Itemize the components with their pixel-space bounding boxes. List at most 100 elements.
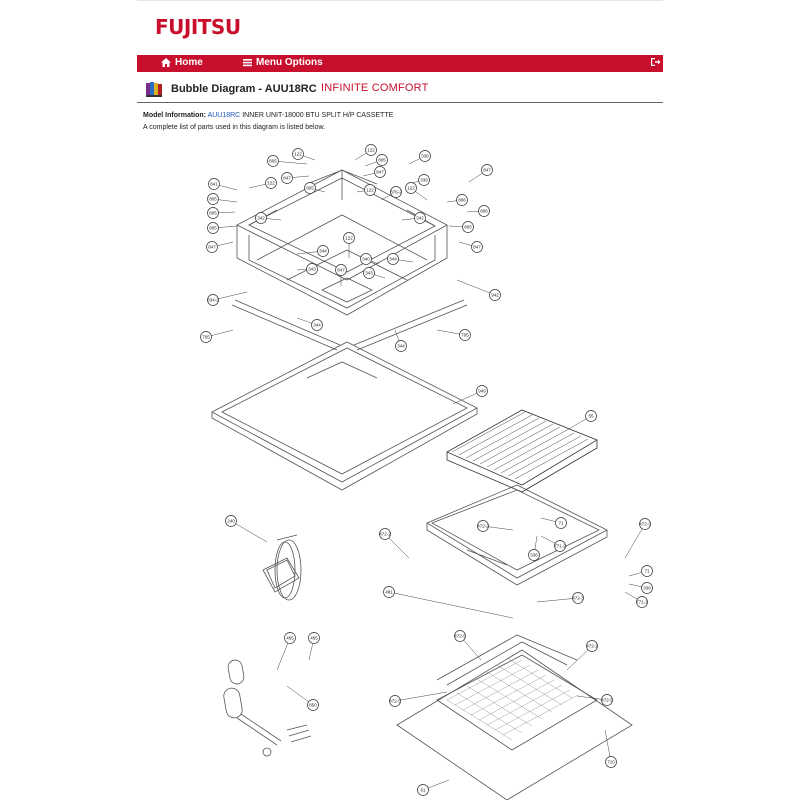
part-bubble-71[interactable]: 71 bbox=[540, 517, 567, 529]
intake-panel bbox=[426, 484, 608, 586]
part-bubble-472-5[interactable]: 472-5 bbox=[454, 630, 482, 661]
part-bubble-472-2[interactable]: 472-2 bbox=[477, 520, 514, 532]
part-bubble-472-5[interactable]: 472-5 bbox=[576, 694, 613, 706]
part-bubble-342[interactable]: 342 bbox=[255, 212, 282, 224]
decorative-panel bbox=[396, 634, 633, 800]
part-bubble-472-3[interactable]: 472-3 bbox=[624, 518, 651, 559]
bubble-circle bbox=[601, 694, 613, 706]
part-bubble-344[interactable]: 344 bbox=[394, 329, 407, 352]
part-bubble-805[interactable]: 805 bbox=[207, 193, 238, 205]
bubble-circle bbox=[478, 205, 490, 217]
bubble-label: 122 bbox=[294, 152, 302, 157]
part-bubble-122[interactable]: 122 bbox=[292, 148, 316, 161]
part-bubble-122[interactable]: 122 bbox=[354, 144, 377, 161]
bubble-circle bbox=[206, 241, 218, 253]
bubble-label: 805 bbox=[464, 225, 472, 230]
part-bubble-71[interactable]: 71 bbox=[628, 565, 653, 577]
part-bubble-122[interactable]: 122 bbox=[356, 184, 376, 196]
bubble-label: 847 bbox=[376, 170, 384, 175]
part-bubble-847[interactable]: 847 bbox=[458, 241, 483, 253]
part-bubble-847[interactable]: 847 bbox=[362, 166, 386, 178]
bubble-circle bbox=[418, 174, 430, 186]
slogan: INFINITE COMFORT bbox=[321, 82, 429, 94]
bubble-circle bbox=[360, 253, 372, 265]
part-bubble-806[interactable]: 806 bbox=[446, 194, 468, 206]
part-bubble-55[interactable]: 55 bbox=[566, 410, 597, 431]
part-bubble-340[interactable]: 340 bbox=[360, 253, 380, 265]
part-bubble-847[interactable]: 847 bbox=[281, 172, 310, 184]
part-bubble-805[interactable]: 805 bbox=[207, 222, 238, 234]
part-bubble-847[interactable]: 847 bbox=[468, 164, 493, 183]
bubble-circle bbox=[555, 517, 567, 529]
part-bubble-61[interactable]: 61 bbox=[417, 779, 450, 796]
part-bubble-771-2[interactable]: 771-2 bbox=[540, 535, 566, 552]
leader-line bbox=[624, 523, 646, 559]
part-bubble-876-2[interactable]: 876-2 bbox=[380, 186, 402, 201]
part-bubble-122[interactable]: 122 bbox=[405, 182, 428, 201]
part-bubble-705[interactable]: 705 bbox=[200, 329, 234, 343]
part-bubble-343[interactable]: 343 bbox=[363, 267, 386, 279]
bubble-circle bbox=[414, 212, 426, 224]
fujitsu-logo[interactable]: FUJITSU bbox=[155, 15, 241, 39]
part-bubble-805[interactable]: 805 bbox=[448, 221, 474, 233]
menu-options-link[interactable]: Menu Options bbox=[243, 57, 323, 68]
part-bubble-344[interactable]: 344 bbox=[296, 317, 323, 331]
part-bubble-344[interactable]: 344 bbox=[387, 253, 414, 265]
bubble-circle bbox=[281, 172, 293, 184]
part-bubble-949[interactable]: 949 bbox=[452, 385, 488, 405]
bubble-label: 705 bbox=[202, 335, 210, 340]
bubble-circle bbox=[307, 699, 319, 711]
part-bubble-805[interactable]: 805 bbox=[267, 155, 308, 167]
bubble-circle bbox=[395, 340, 407, 352]
part-bubble-336[interactable]: 336 bbox=[528, 535, 540, 561]
part-bubble-465[interactable]: 465 bbox=[276, 632, 296, 671]
part-bubble-336[interactable]: 336 bbox=[628, 582, 653, 594]
part-bubble-705[interactable]: 705 bbox=[436, 329, 471, 341]
part-bubble-472-3[interactable]: 472-3 bbox=[536, 592, 584, 604]
bubble-label: 122 bbox=[267, 181, 275, 186]
part-bubble-472-2[interactable]: 472-2 bbox=[566, 640, 598, 671]
leader-line bbox=[456, 279, 496, 296]
bubble-circle bbox=[481, 164, 493, 176]
part-bubble-472-5[interactable]: 472-5 bbox=[389, 691, 448, 707]
part-bubble-344[interactable]: 344 bbox=[296, 245, 329, 257]
part-bubble-834-2[interactable]: 834-2 bbox=[207, 291, 248, 306]
part-bubble-850[interactable]: 850 bbox=[286, 685, 319, 711]
part-bubble-122[interactable]: 122 bbox=[343, 232, 355, 259]
menu-options-label: Menu Options bbox=[256, 57, 323, 68]
part-bubble-342[interactable]: 342 bbox=[401, 212, 426, 224]
part-bubble-942[interactable]: 942 bbox=[456, 279, 501, 301]
part-bubble-472-2[interactable]: 472-2 bbox=[379, 528, 410, 559]
part-bubble-240[interactable]: 240 bbox=[225, 515, 268, 543]
part-bubble-465[interactable]: 465 bbox=[308, 632, 320, 661]
part-bubble-847[interactable]: 847 bbox=[335, 264, 347, 287]
part-bubble-481[interactable]: 481 bbox=[383, 586, 514, 619]
part-bubble-805[interactable]: 805 bbox=[364, 154, 388, 167]
panel-mesh bbox=[446, 657, 579, 741]
bubble-label: 55 bbox=[588, 414, 594, 419]
bubble-circle bbox=[528, 549, 540, 561]
model-link[interactable]: AUU18RC bbox=[207, 112, 241, 119]
part-bubble-710[interactable]: 710 bbox=[604, 729, 617, 768]
part-bubble-343[interactable]: 343 bbox=[296, 263, 318, 275]
bubble-circle bbox=[636, 596, 648, 608]
bubble-label: 472-2 bbox=[477, 524, 489, 529]
part-bubble-847[interactable]: 847 bbox=[206, 241, 234, 253]
part-bubble-841[interactable]: 841 bbox=[208, 178, 238, 191]
part-bubble-339[interactable]: 339 bbox=[406, 174, 430, 186]
home-link[interactable]: Home bbox=[161, 57, 203, 68]
part-bubble-771-1[interactable]: 771-1 bbox=[624, 591, 648, 608]
bubble-circle bbox=[585, 410, 597, 422]
bubble-circle bbox=[306, 263, 318, 275]
part-bubble-122[interactable]: 122 bbox=[248, 177, 277, 189]
part-bubble-806[interactable]: 806 bbox=[466, 205, 490, 217]
bubble-circle bbox=[304, 182, 316, 194]
bubble-label: 805 bbox=[269, 159, 277, 164]
part-bubble-805[interactable]: 805 bbox=[207, 207, 236, 219]
bubble-circle bbox=[343, 232, 355, 244]
bubble-label: 122 bbox=[367, 148, 375, 153]
bubble-circle bbox=[200, 331, 212, 343]
logout-button[interactable] bbox=[650, 57, 661, 67]
part-bubble-338[interactable]: 338 bbox=[408, 150, 431, 165]
part-bubble-805[interactable]: 805 bbox=[304, 182, 326, 194]
